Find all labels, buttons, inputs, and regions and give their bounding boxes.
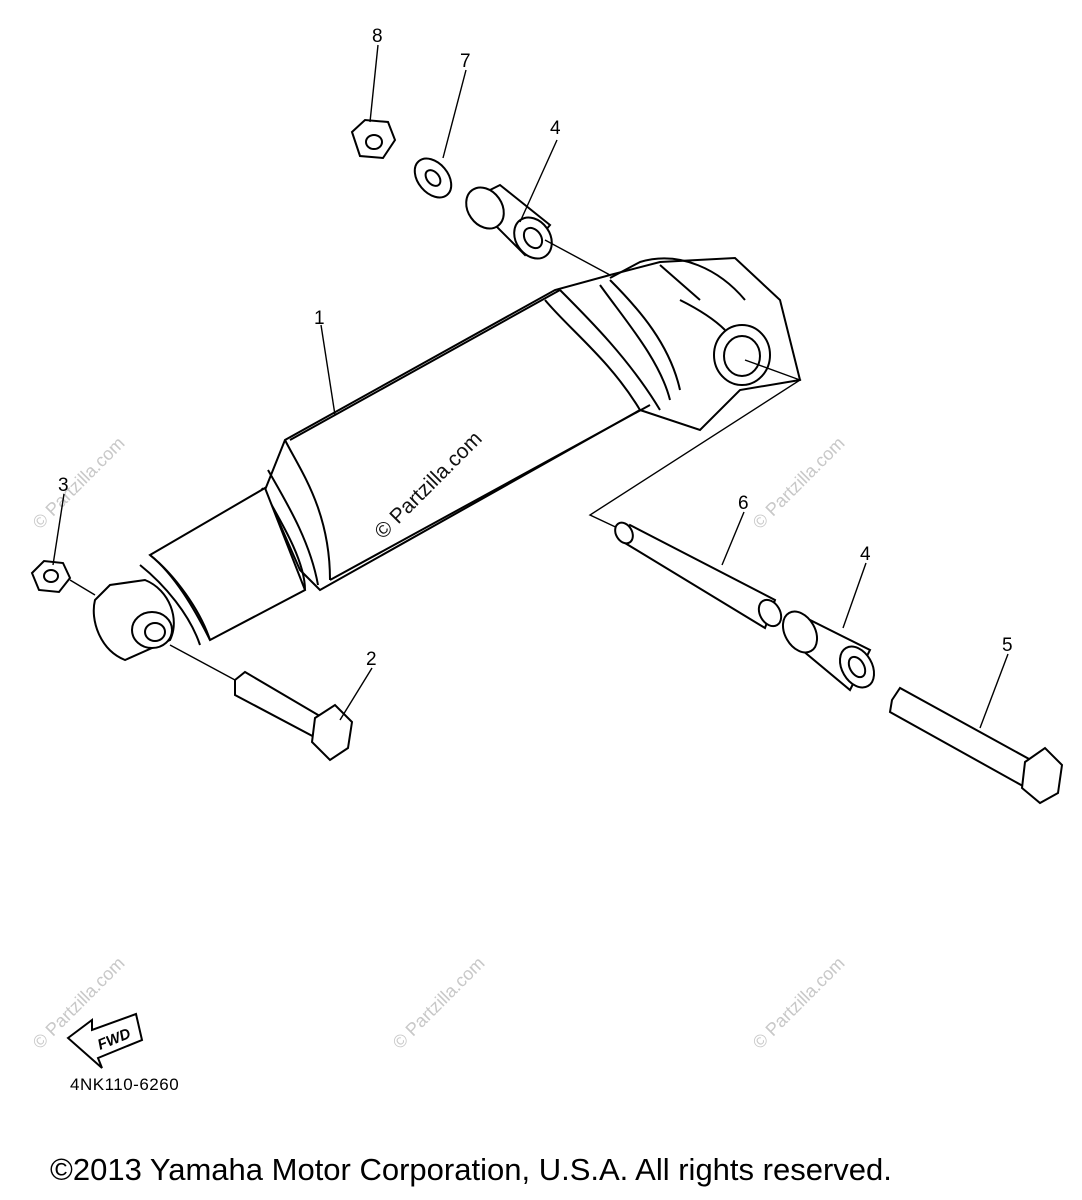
callout-8: 8 [372,26,383,47]
washer-part-7 [413,157,453,199]
collar-part-4-lower [781,610,876,692]
pipe-part-6 [614,521,783,630]
callout-3: 3 [58,475,69,496]
callout-1: 1 [314,308,325,329]
watermark-text: © Partzilla.com [749,433,849,533]
leader-lines [52,44,1009,729]
callout-7: 7 [460,51,471,72]
callout-6: 6 [738,493,749,514]
watermark-text: © Partzilla.com [29,433,129,533]
nut-part-3 [30,559,96,596]
callout-4: 4 [550,118,561,139]
fwd-label: FWD [95,1025,133,1054]
watermark-text: © Partzilla.com [389,953,489,1053]
watermark-text: © Partzilla.com [749,953,849,1053]
nut-part-8 [350,118,397,160]
callouts: 1 2 3 4 4 5 6 7 8 [58,26,1013,670]
collar-part-4-upper [465,183,611,276]
bolt-part-5 [888,686,1064,805]
callout-5: 5 [1002,635,1013,656]
callout-2: 2 [366,649,377,670]
copyright-notice: ©2013 Yamaha Motor Corporation, U.S.A. A… [50,1152,892,1187]
diagram-code: 4NK110-6260 [70,1075,180,1094]
watermarks: © Partzilla.com © Partzilla.com © Partzi… [29,433,849,1053]
callout-4: 4 [860,544,871,565]
fwd-arrow-icon: FWD [66,1012,144,1069]
bolt-part-2 [169,644,354,762]
